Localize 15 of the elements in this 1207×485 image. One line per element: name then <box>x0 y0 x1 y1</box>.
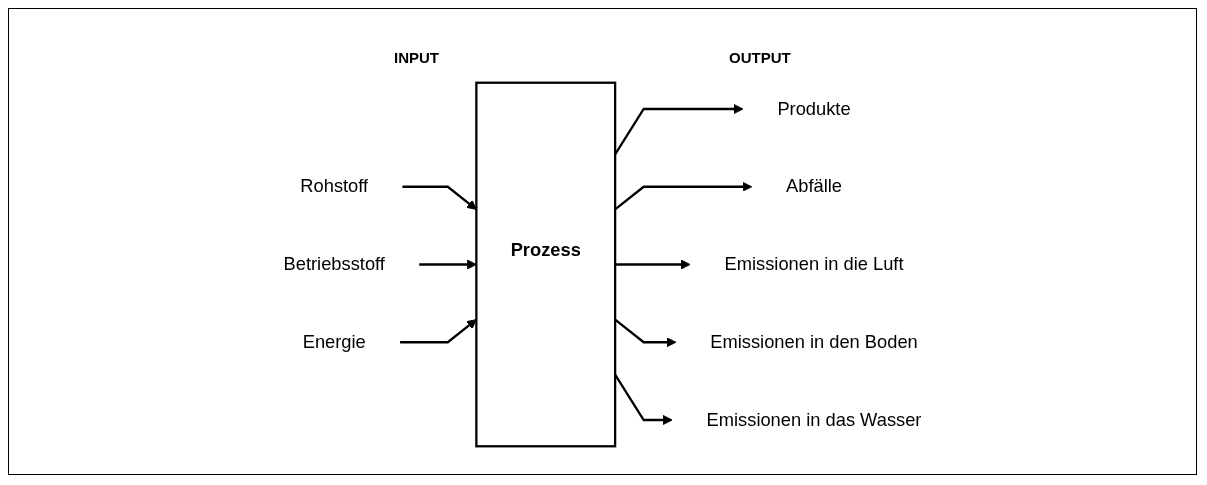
node-box: Prozess <box>475 81 617 448</box>
arrow <box>400 319 477 344</box>
node-text: Abfälle <box>786 176 842 196</box>
node-text: Emissionen in das Wasser <box>706 409 922 430</box>
node-text: Produkte <box>777 98 851 119</box>
node-text: Emissionen in den Boden <box>710 331 918 352</box>
node-text: Emissionen in die Luft <box>724 254 904 274</box>
node-text: Betriebsstoff <box>283 254 385 274</box>
node-text: Rohstoff <box>300 176 369 196</box>
input-heading: INPUT <box>394 49 439 66</box>
arrow <box>402 185 477 210</box>
output-heading: OUTPUT <box>729 49 791 66</box>
arrow <box>615 259 691 270</box>
node-text: Energie <box>302 331 366 352</box>
arrow <box>419 259 477 270</box>
